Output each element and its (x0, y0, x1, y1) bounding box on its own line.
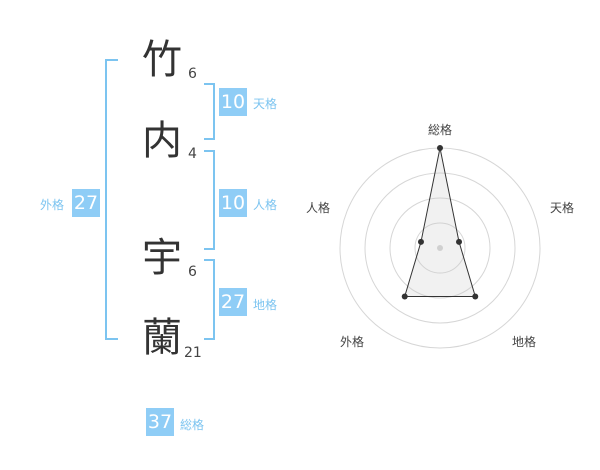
name-char-4: 蘭 (142, 315, 182, 361)
stroke-count-3: 6 (188, 264, 197, 280)
radar-ring-3 (364, 172, 516, 324)
chikaku-bracket (204, 259, 215, 340)
stroke-count-4: 21 (184, 345, 202, 361)
radar-point-gaikaku (401, 293, 408, 300)
radar-label-tenkaku: 天格 (550, 200, 574, 215)
chikaku-label: 地格 (253, 298, 278, 312)
radar-label-soukaku: 総格 (428, 122, 452, 137)
radar-ring-2 (389, 197, 491, 299)
radar-polygon (404, 147, 476, 297)
radar-point-chikaku (472, 293, 479, 300)
stroke-count-1: 6 (188, 66, 197, 82)
stroke-count-2: 4 (188, 146, 197, 162)
tenkaku-label: 天格 (253, 97, 278, 111)
chikaku-value: 27 (219, 288, 247, 316)
gaikaku-label: 外格 (40, 198, 65, 212)
jinkaku-bracket (204, 150, 215, 250)
radar-center-dot (437, 245, 443, 251)
name-char-3: 宇 (142, 235, 182, 281)
jinkaku-value: 10 (219, 189, 247, 217)
radar-rings (339, 147, 541, 349)
radar-point-soukaku (437, 145, 443, 151)
name-char-2: 内 (142, 118, 182, 164)
name-char-1: 竹 (142, 37, 182, 83)
radar-points (401, 145, 479, 300)
radar-label-chikaku: 地格 (512, 334, 536, 349)
radar-label-jinkaku: 人格 (306, 200, 330, 215)
radar-point-jinkaku (417, 238, 424, 245)
tenkaku-value: 10 (219, 88, 247, 116)
jinkaku-label: 人格 (253, 198, 278, 212)
gaikaku-value: 27 (72, 189, 100, 217)
radar-ring-1 (414, 222, 466, 274)
outer-bracket (105, 59, 118, 340)
soukaku-label: 総格 (180, 418, 205, 432)
tenkaku-bracket (204, 83, 215, 140)
soukaku-value: 37 (146, 408, 174, 436)
radar-point-tenkaku (456, 238, 463, 245)
radar-label-gaikaku: 外格 (340, 334, 364, 349)
